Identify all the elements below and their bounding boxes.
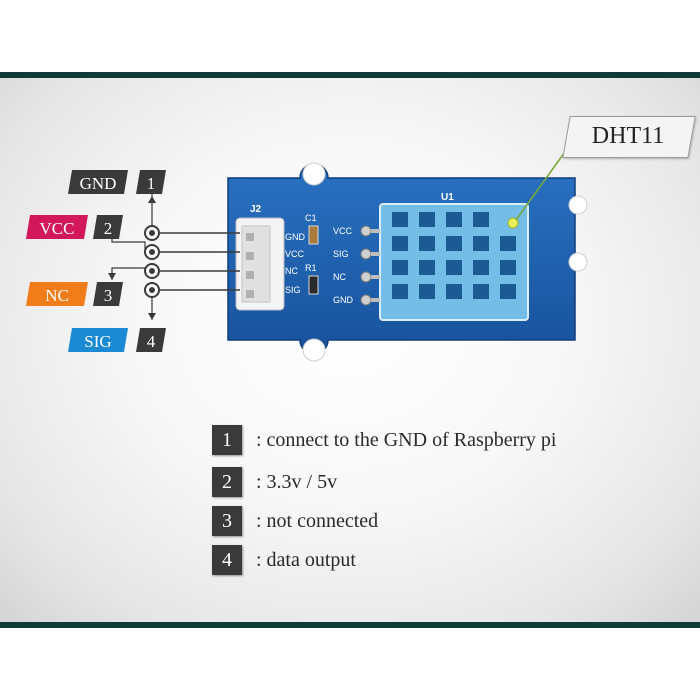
sensor-pins	[360, 225, 380, 306]
pin-header	[144, 225, 160, 298]
sensor-vent-slot	[473, 284, 489, 299]
pin-tag-nc	[26, 282, 123, 306]
pin-tag-sig	[68, 328, 166, 352]
sensor-vent-slot	[473, 236, 489, 251]
legend-number: 3	[212, 506, 242, 536]
header-pin-label: GND	[285, 232, 306, 242]
pin-name: SIG	[84, 332, 111, 351]
pin-name: NC	[45, 286, 69, 305]
legend-item: 3 : not connected	[212, 506, 378, 536]
legend-text: : not connected	[256, 509, 379, 532]
sensor-pin-label: GND	[333, 295, 354, 305]
sensor-vent-slot	[419, 236, 435, 251]
sensor-vent-slot	[446, 284, 462, 299]
header-pin-label: SIG	[285, 285, 301, 295]
sensor-vent-slot	[392, 284, 408, 299]
pin-tag-vcc	[26, 215, 123, 239]
sensor-vent-slot	[500, 260, 516, 275]
sensor-vent-slot	[500, 236, 516, 251]
pin-number: 2	[104, 219, 113, 238]
sensor-vent-slot	[500, 284, 516, 299]
connector-j2	[235, 217, 285, 311]
legend-number: 1	[212, 425, 242, 455]
sensor-vent-slot	[419, 212, 435, 227]
callout-label: DHT11	[591, 123, 665, 149]
capacitor-label: C1	[305, 213, 317, 223]
sensor-indicator-dot	[507, 217, 519, 229]
legend-item: 1 : connect to the GND of Raspberry pi	[212, 425, 556, 455]
pin-name: VCC	[40, 219, 75, 238]
sensor-grid	[392, 212, 516, 299]
mount-hole-top	[302, 162, 326, 186]
pin-name: GND	[80, 174, 117, 193]
header-wires	[160, 232, 240, 291]
header-pin-label: NC	[285, 266, 298, 276]
capacitor-c1	[308, 225, 319, 245]
sensor-vent-slot	[446, 260, 462, 275]
mount-hole-bottom	[302, 338, 326, 362]
sensor-vent-slot	[419, 284, 435, 299]
sensor-vent-slot	[446, 212, 462, 227]
sensor-pin-label: VCC	[333, 226, 353, 236]
sensor-label: U1	[441, 192, 454, 203]
legend-text: : 3.3v / 5v	[256, 470, 338, 493]
sensor-vent-slot	[473, 260, 489, 275]
legend-text: : connect to the GND of Raspberry pi	[256, 428, 557, 451]
sensor-vent-slot	[392, 212, 408, 227]
header-pin-label: VCC	[285, 249, 305, 259]
resistor-label: R1	[305, 263, 317, 273]
legend-text: : data output	[256, 548, 356, 571]
sensor-vent-slot	[446, 236, 462, 251]
mount-hole-right-top	[568, 195, 588, 215]
pin-number: 1	[147, 174, 156, 193]
legend-number: 4	[212, 545, 242, 575]
connector-label: J2	[250, 204, 262, 215]
mount-hole-right-bottom	[568, 252, 588, 272]
legend-number: 2	[212, 467, 242, 497]
sensor-vent-slot	[473, 212, 489, 227]
sensor-vent-slot	[392, 260, 408, 275]
resistor-r1	[308, 275, 319, 295]
sensor-vent-slot	[419, 260, 435, 275]
pin-number: 4	[147, 332, 156, 351]
sensor-vent-slot	[392, 236, 408, 251]
pin-tag-gnd	[68, 170, 166, 194]
legend-item: 2 : 3.3v / 5v	[212, 467, 337, 497]
legend-item: 4 : data output	[212, 545, 356, 575]
sensor-pin-label: NC	[333, 272, 346, 282]
sensor-pin-label: SIG	[333, 249, 349, 259]
pin-number: 3	[104, 286, 113, 305]
